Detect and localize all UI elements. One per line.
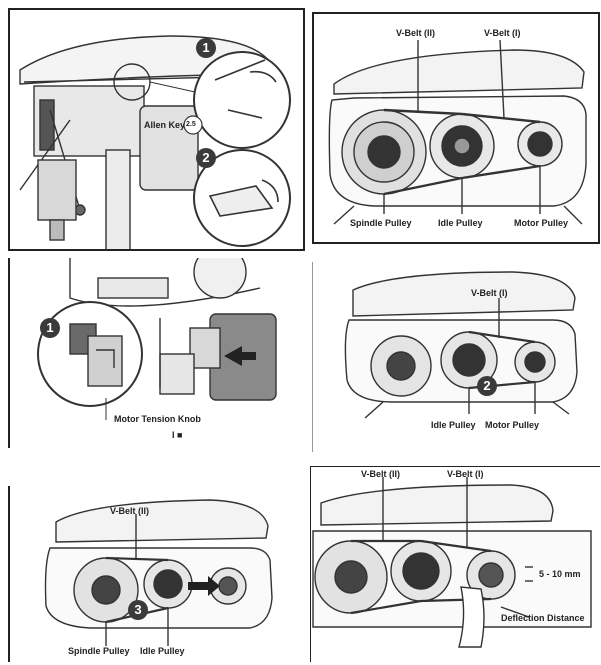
drill-press-head-illustration <box>19 35 291 249</box>
spindle-pulley-label: Spindle Pulley <box>350 218 412 228</box>
step-badge-3: 3 <box>128 600 148 620</box>
v-belt-ii-label: V-Belt (II) <box>110 506 150 516</box>
panel-v-belt-ii-adjust: V-Belt (II) 3 Spindle Pulley Idle Pulley <box>8 486 305 662</box>
v-belt-i-label: V-Belt (I) <box>471 288 508 298</box>
lock-symbol: I ■ <box>172 430 183 440</box>
v-belt-ii-label: V-Belt (II) <box>361 469 401 479</box>
step-badge-1: 1 <box>40 318 60 338</box>
v-belt-ii-illustration <box>44 499 273 646</box>
allen-key-size: 2.5 <box>186 121 196 128</box>
idle-pulley-label: Idle Pulley <box>431 420 476 430</box>
step-badge-2: 2 <box>196 148 216 168</box>
v-belt-i-label: V-Belt (I) <box>447 469 484 479</box>
deflection-distance-label: Deflection Distance <box>501 613 585 623</box>
panel-allen-key-step: 1 2 Allen Key 2.5 <box>8 8 305 251</box>
step-badge-1: 1 <box>196 38 216 58</box>
step-badge-2: 2 <box>477 376 497 396</box>
v-belt-i-illustration <box>344 271 578 419</box>
panel-pulley-overview: V-Belt (II) V-Belt (I) Spindle Pulley Id… <box>312 12 600 244</box>
motor-pulley-label: Motor Pulley <box>514 218 569 228</box>
v-belt-i-label: V-Belt (I) <box>484 28 521 38</box>
panel-v-belt-i-adjust: V-Belt (I) 2 Idle Pulley Motor Pulley <box>312 262 600 452</box>
idle-pulley-label: Idle Pulley <box>140 646 185 656</box>
motor-tension-knob-label: Motor Tension Knob <box>114 414 201 424</box>
motor-tension-illustration <box>37 258 277 420</box>
pulley-housing-illustration <box>328 39 587 225</box>
v-belt-ii-label: V-Belt (II) <box>396 28 436 38</box>
motor-pulley-label: Motor Pulley <box>485 420 540 430</box>
spindle-pulley-label: Spindle Pulley <box>68 646 130 656</box>
panel-deflection-check: V-Belt (II) V-Belt (I) 5 - 10 mm Deflect… <box>310 466 600 662</box>
panel-motor-tension-knob: 1 Motor Tension Knob I ■ <box>8 258 305 448</box>
deflection-illustration <box>312 477 592 648</box>
allen-key-label: Allen Key <box>144 120 186 130</box>
idle-pulley-label: Idle Pulley <box>438 218 483 228</box>
deflection-distance-value: 5 - 10 mm <box>539 569 581 579</box>
